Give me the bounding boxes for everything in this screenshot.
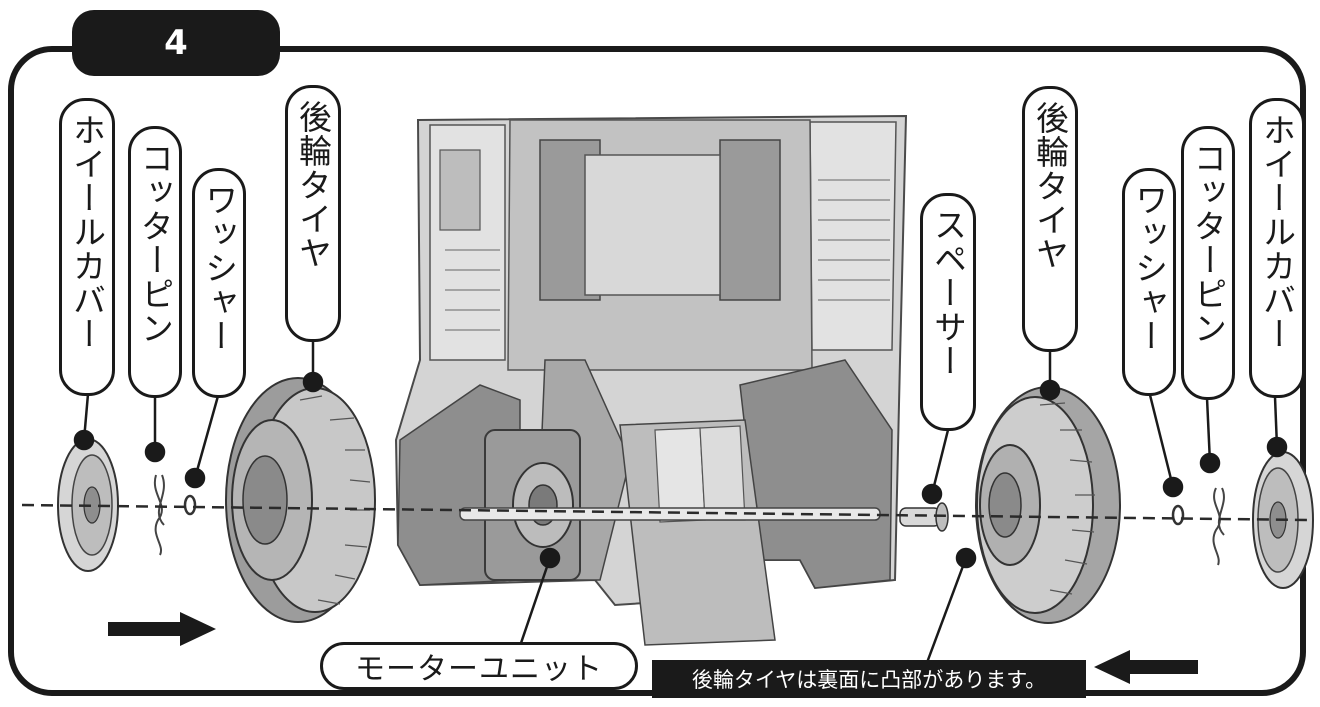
rear-tire-left-part [225, 377, 376, 623]
arrow-right-icon [108, 612, 216, 646]
label-wheel-cover-right: ホイールカバー [1249, 98, 1305, 398]
label-wheel-cover-left: ホイールカバー [59, 98, 115, 396]
axis-centerline [21, 503, 1311, 522]
label-washer-left: ワッシャー [192, 168, 246, 398]
arrow-left-icon [1094, 650, 1198, 684]
cotter-pin-right-part [1212, 487, 1225, 566]
cotter-pin-left-part [153, 474, 165, 556]
label-cotter-pin-right: コッターピン [1181, 126, 1235, 400]
label-washer-right: ワッシャー [1122, 168, 1176, 396]
label-rear-tire-left: 後輪タイヤ [285, 85, 341, 342]
vehicle-chassis [394, 114, 908, 646]
step-number: 4 [164, 23, 188, 63]
step-number-tab: 4 [72, 10, 280, 76]
label-spacer: スペーサー [920, 193, 976, 431]
motor-unit-part [484, 429, 581, 581]
leader-lines [73, 340, 1288, 669]
rear-tire-right-part [975, 386, 1121, 624]
tire-note: 後輪タイヤは裏面に凸部があります。 [652, 660, 1086, 698]
label-motor-unit: モーターユニット [320, 642, 638, 690]
label-cotter-pin-left: コッターピン [128, 126, 182, 398]
washer-right-part [1171, 504, 1185, 526]
label-rear-tire-right: 後輪タイヤ [1022, 86, 1078, 352]
spacer-part [899, 502, 949, 532]
washer-left-part [183, 494, 197, 516]
